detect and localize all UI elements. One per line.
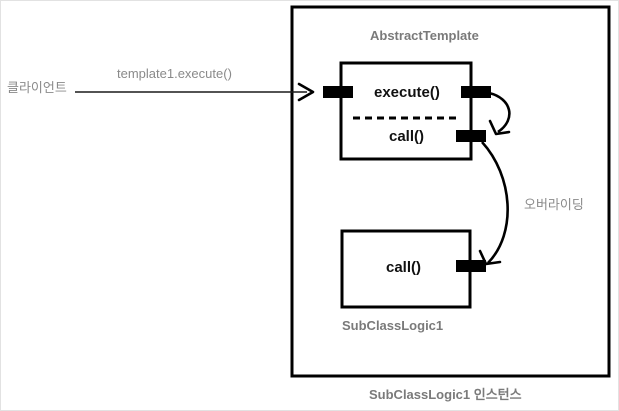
execute-port-right-icon bbox=[461, 86, 491, 98]
overriding-arrowhead-icon bbox=[478, 249, 502, 266]
client-actor-label: 클라이언트 bbox=[7, 80, 67, 95]
overriding-label: 오버라이딩 bbox=[524, 197, 584, 212]
execute-method-label: execute() bbox=[374, 84, 440, 101]
execute-to-call-curve bbox=[488, 91, 511, 134]
client-message-arrowhead-icon bbox=[297, 82, 315, 102]
subclass-logic1-box bbox=[340, 229, 472, 309]
abstract-template-title: AbstractTemplate bbox=[370, 28, 479, 43]
overriding-curve bbox=[481, 141, 509, 264]
client-message-label: template1.execute() bbox=[117, 66, 232, 81]
execute-to-call-arrowhead-icon bbox=[488, 119, 511, 136]
call-method-label-abstract: call() bbox=[389, 128, 425, 145]
subclass-logic1-title: SubClassLogic1 bbox=[342, 318, 444, 333]
call-method-label-subclass: call() bbox=[386, 259, 422, 276]
call-port-abstract-icon bbox=[456, 130, 486, 142]
abstract-template-box bbox=[339, 61, 473, 161]
execute-port-left-icon bbox=[323, 86, 353, 98]
instance-caption: SubClassLogic1 인스턴스 bbox=[369, 387, 522, 402]
call-port-subclass-icon bbox=[456, 260, 486, 272]
